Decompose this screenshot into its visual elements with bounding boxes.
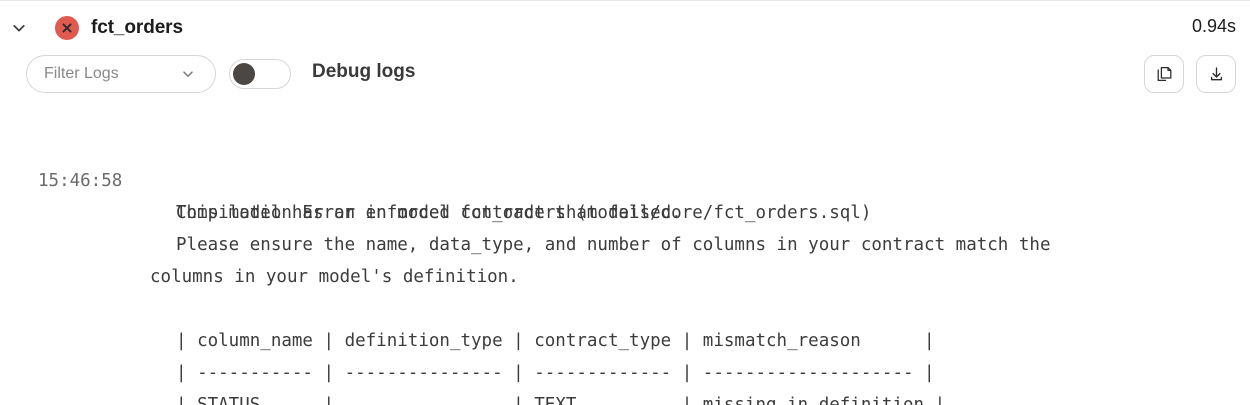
download-logs-button[interactable] [1196,55,1236,93]
log-panel-header: fct_orders 0.94s [0,1,1250,55]
debug-logs-label: Debug logs [312,61,416,82]
log-line: Please ensure the name, data_type, and n… [0,197,1050,293]
log-timestamp: 15:46:58 [38,171,123,191]
clipped-line-remnant: _ _ . [176,105,460,113]
model-name: fct_orders [91,17,183,38]
log-line: columns in your model's definition. [0,229,519,325]
chevron-down-icon [11,20,27,36]
log-toolbar: Filter Logs Debug logs [0,53,1250,95]
log-table-row: | ----------- | --------------- | ------… [0,325,935,405]
log-table-cell-row: | STATUS | | TEXT | missing in definitio… [176,395,946,405]
log-table-separator: | ----------- | --------------- | ------… [176,363,935,383]
chevron-down-icon [181,67,195,81]
log-line: 15:46:58 Compilation Error in model fct_… [0,133,871,261]
copy-icon [1155,65,1174,84]
toggle-knob [233,63,255,85]
copy-logs-button[interactable] [1144,55,1184,93]
expand-collapse-button[interactable] [6,15,32,41]
log-message: This model has an enforced contract that… [176,203,682,223]
log-table-row: | column_name | definition_type | contra… [0,293,935,389]
log-message: Compilation Error in model fct_orders (m… [176,203,872,223]
log-line: This model has an enforced contract that… [0,165,682,261]
log-table-header: | column_name | definition_type | contra… [176,331,935,351]
log-table-row: | STATUS | | TEXT | missing in definitio… [0,357,945,405]
log-output[interactable]: _ _ . 15:46:58 Compilation Error in mode… [0,105,1250,405]
log-message: Please ensure the name, data_type, and n… [176,235,1051,255]
debug-logs-toggle[interactable] [229,59,291,89]
filter-logs-select[interactable]: Filter Logs [26,55,216,93]
log-message: columns in your model's definition. [150,267,519,287]
error-x-icon [60,21,74,35]
run-duration: 0.94s [1191,16,1236,36]
filter-logs-label: Filter Logs [44,65,119,82]
status-badge [55,16,79,40]
download-icon [1207,65,1226,84]
